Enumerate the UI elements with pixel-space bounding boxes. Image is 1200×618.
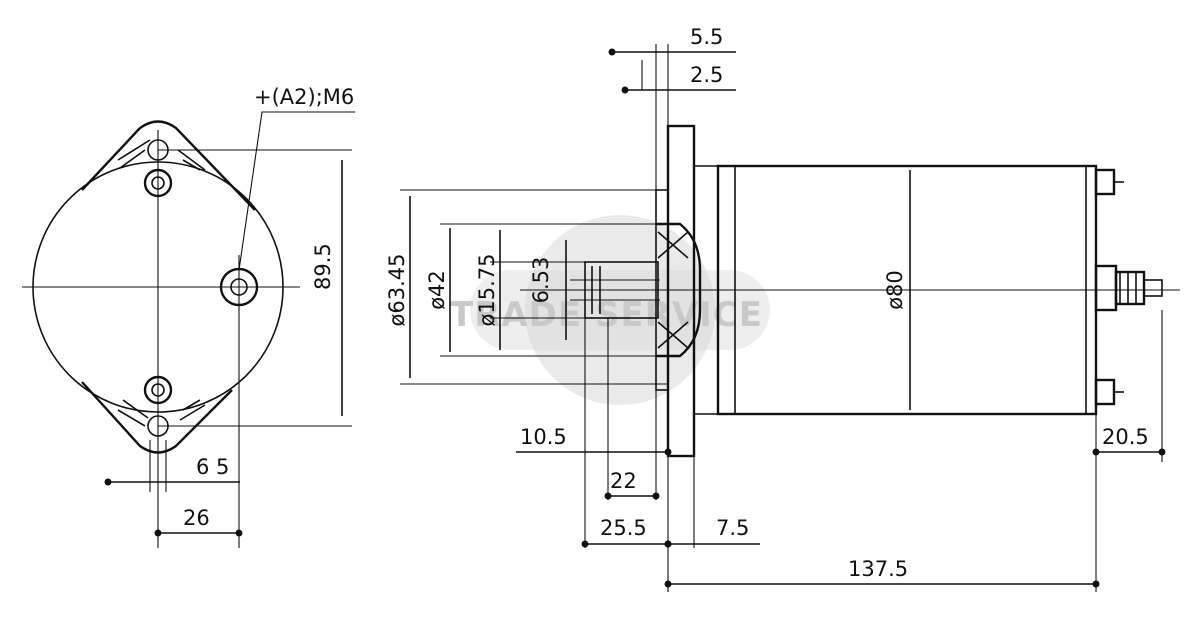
dia-80: ø80 bbox=[883, 270, 907, 310]
dim-25-5: 25.5 bbox=[600, 516, 647, 540]
dia-15-75: ø15.75 bbox=[475, 254, 499, 327]
terminal-label: +(A2);M6 bbox=[254, 85, 354, 109]
dim-89-5: 89.5 bbox=[311, 243, 335, 290]
dim-5-5: 5.5 bbox=[690, 25, 723, 49]
dim-22: 22 bbox=[610, 469, 637, 493]
side-view bbox=[400, 44, 1180, 592]
dim-7-5: 7.5 bbox=[716, 516, 749, 540]
dim-6-5: 6 5 bbox=[196, 455, 229, 479]
dia-42: ø42 bbox=[425, 270, 449, 310]
dim-10-5: 10.5 bbox=[520, 425, 567, 449]
dim-20-5: 20.5 bbox=[1102, 425, 1149, 449]
end-view bbox=[22, 111, 355, 548]
dim-2-5: 2.5 bbox=[690, 63, 723, 87]
svg-text:TRADE SERVICE: TRADE SERVICE bbox=[450, 295, 763, 335]
dim-137-5: 137.5 bbox=[848, 557, 908, 581]
dim-6-53: 6.53 bbox=[529, 257, 553, 304]
dim-26: 26 bbox=[183, 506, 210, 530]
dia-63-45: ø63.45 bbox=[385, 254, 409, 327]
